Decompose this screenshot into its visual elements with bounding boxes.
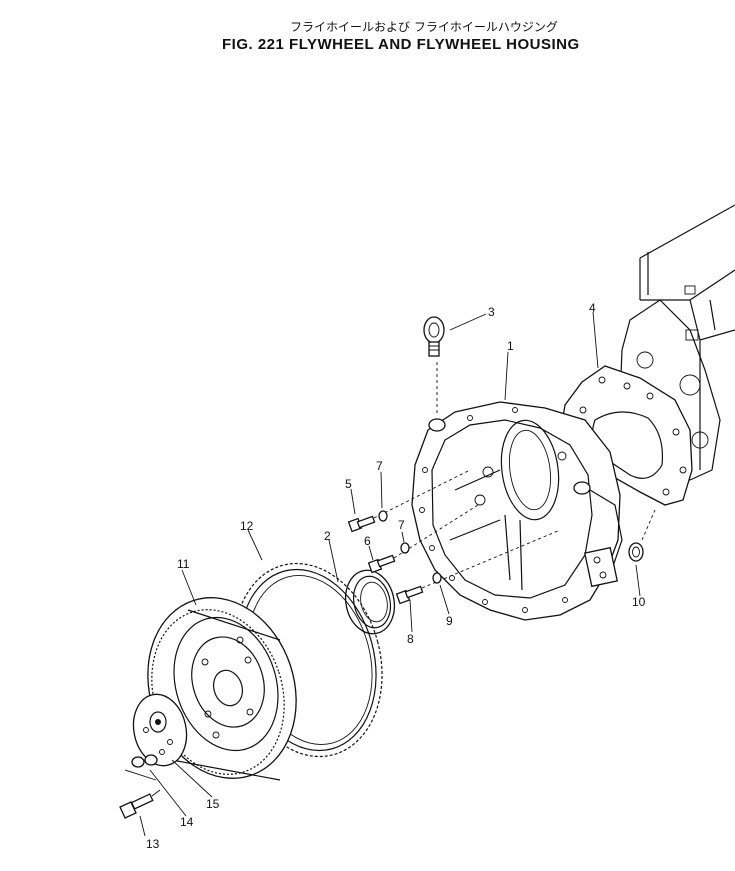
leader-lines — [139, 311, 641, 837]
part-7-washer-upper — [378, 510, 388, 522]
part-1-flywheel-housing — [411, 401, 623, 621]
callout-numbers: 1 2 3 4 5 6 7 7 8 9 10 11 12 13 14 15 — [146, 301, 646, 851]
part-8-bolt — [395, 529, 561, 605]
callout-10: 10 — [632, 595, 646, 609]
callout-7-lower: 7 — [398, 518, 405, 532]
callout-9: 9 — [446, 614, 453, 628]
housing-bolts — [347, 469, 561, 605]
part-6-bolt — [367, 504, 479, 574]
part-7-washer-lower — [400, 542, 410, 554]
title-japanese: フライホイールおよび フライホイールハウジング — [290, 20, 558, 34]
callout-5: 5 — [345, 477, 352, 491]
part-9-washer — [432, 572, 442, 584]
callout-1: 1 — [507, 339, 514, 353]
callout-12: 12 — [240, 519, 254, 533]
part-2-oil-seal — [344, 569, 396, 635]
part-3-eye-bolt — [423, 316, 445, 415]
callout-14: 14 — [180, 815, 194, 829]
part-13-bolt — [119, 789, 161, 819]
callout-13: 13 — [146, 837, 160, 851]
part-14-washer — [124, 754, 158, 781]
callout-15: 15 — [206, 797, 220, 811]
part-15-plate — [132, 693, 188, 767]
figure-title: FIG. 221 FLYWHEEL AND FLYWHEEL HOUSING — [222, 36, 580, 53]
callout-3: 3 — [488, 305, 495, 319]
callout-4: 4 — [589, 301, 596, 315]
callout-11: 11 — [177, 557, 190, 571]
callout-7-upper: 7 — [376, 459, 383, 473]
callout-2: 2 — [324, 529, 331, 543]
callout-8: 8 — [407, 632, 414, 646]
callout-6: 6 — [364, 534, 371, 548]
part-10-plug — [628, 509, 656, 562]
part-5-bolt — [347, 469, 471, 533]
